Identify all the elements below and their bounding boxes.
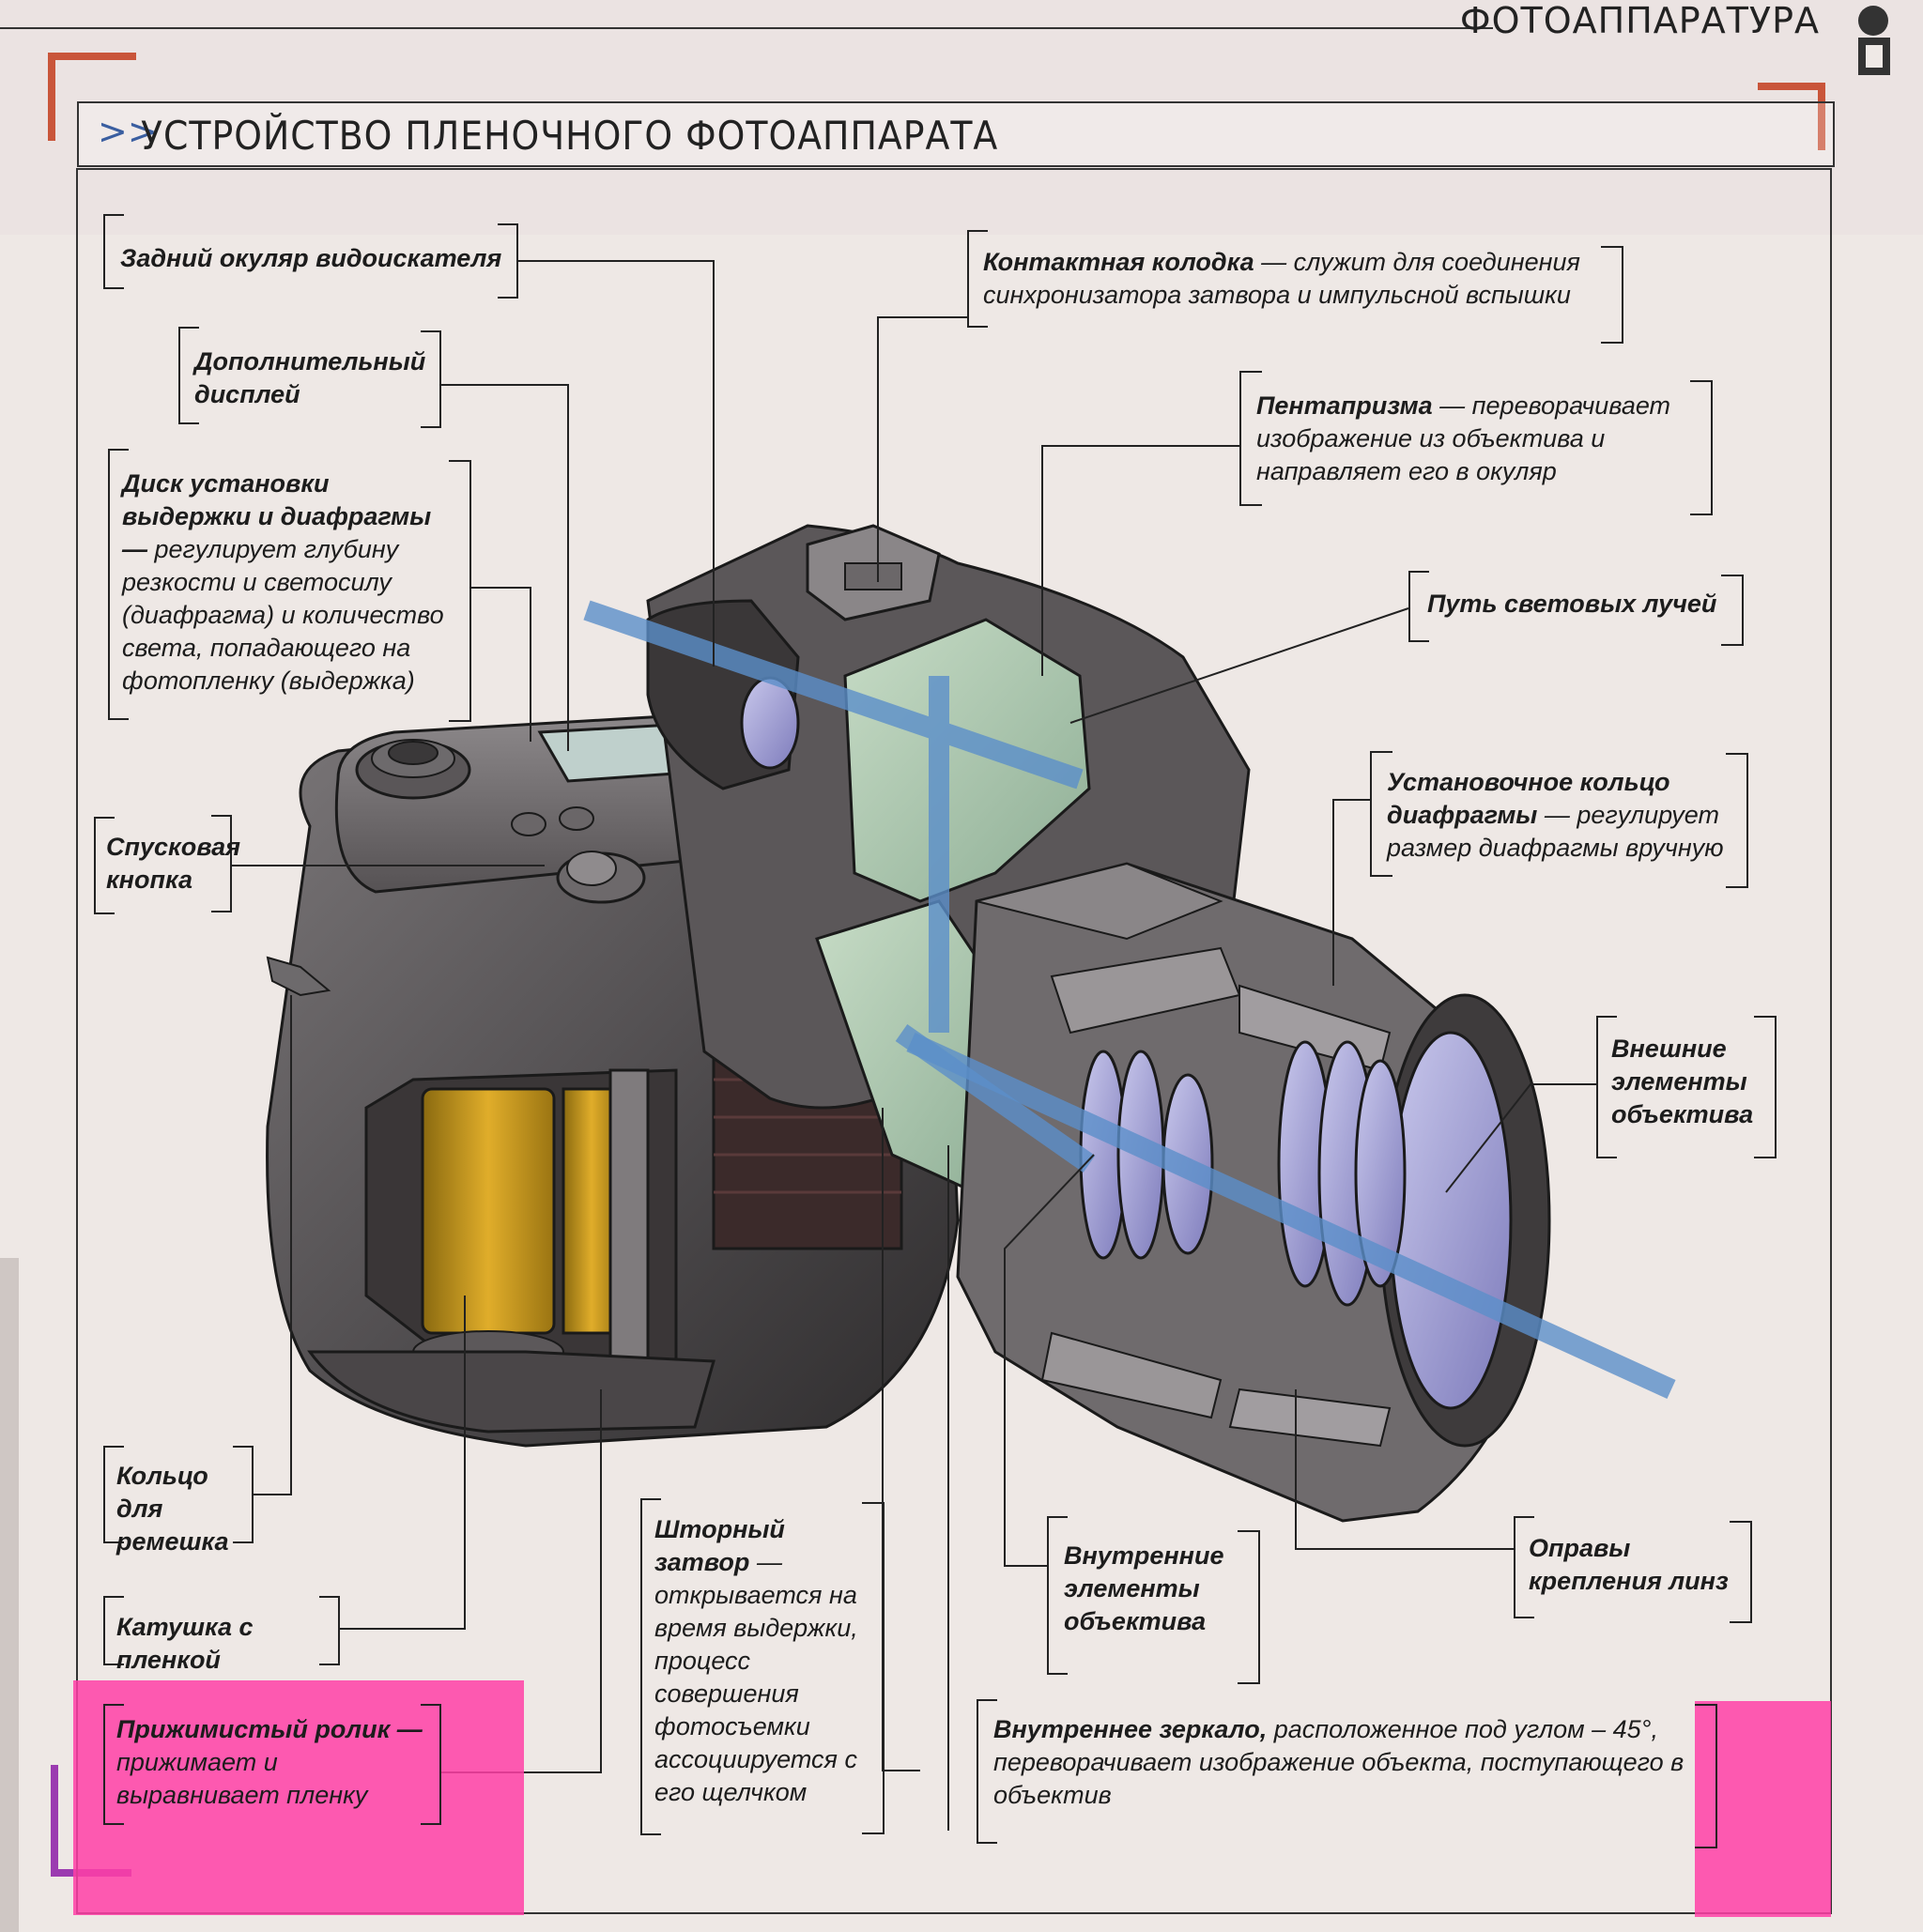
bracket [421, 330, 441, 428]
label-display-title: Дополнительный дисплей [194, 347, 426, 408]
bracket [103, 214, 124, 289]
label-aperture-ring-title: Установочное кольцо диафрагмы [1387, 768, 1670, 829]
label-shutter-button: Спусковая кнопка [106, 831, 240, 897]
label-mirror: Внутреннее зеркало, расположенное под уг… [993, 1713, 1716, 1812]
label-hot-shoe-desc: — служит для соединения синхронизатора з… [983, 248, 1580, 309]
label-hot-shoe-title: Контактная колодка [983, 248, 1254, 276]
bracket [498, 223, 518, 299]
label-eyepiece-title: Задний окуляр видоискателя [120, 244, 502, 272]
label-dial-title: Диск установки выдержки и диафрагмы — [122, 469, 432, 563]
bracket [449, 460, 471, 722]
bracket [1408, 571, 1429, 642]
label-pentaprism-title: Пентапризма [1256, 391, 1433, 420]
bracket [1726, 753, 1748, 888]
bracket [1601, 246, 1623, 344]
page-title: УСТРОЙСТВО ПЛЕНОЧНОГО ФОТОАППАРАТА [141, 113, 999, 159]
bracket [103, 1704, 124, 1825]
bracket [1047, 1516, 1068, 1675]
robot-logo-icon [1858, 6, 1890, 75]
label-curtain-shutter: Шторный затвор — открывается на время вы… [654, 1513, 875, 1809]
label-pressure-roller: Прижимистый ролик — прижимает и выравнив… [116, 1713, 436, 1812]
label-outer-elements-title: Внешние элементы объектива [1611, 1035, 1754, 1128]
label-curtain-shutter-title: Шторный затвор [654, 1515, 785, 1576]
label-pentaprism-desc: — переворачивает изображение из объектив… [1256, 391, 1671, 485]
bracket [1239, 371, 1262, 506]
label-pentaprism: Пентапризма — переворачивает изображение… [1256, 390, 1707, 488]
label-light-path: Путь световых лучей [1427, 588, 1737, 621]
bracket [1754, 1016, 1777, 1158]
label-display: Дополнительный дисплей [194, 345, 429, 411]
bracket [1690, 380, 1713, 515]
label-lens-mounts: Оправы крепления линз [1529, 1532, 1740, 1598]
bracket [1721, 575, 1744, 646]
bracket [211, 815, 232, 912]
title-box: >> УСТРОЙСТВО ПЛЕНОЧНОГО ФОТОАППАРАТА [77, 101, 1835, 167]
section-header: ФОТОАППАРАТУРА [1459, 0, 1820, 41]
label-mirror-desc: расположенное под углом – 45°, переворач… [993, 1715, 1685, 1809]
bracket [319, 1596, 340, 1665]
label-strap-ring-title: Кольцо для ремешка [116, 1462, 229, 1556]
label-outer-elements: Внешние элементы объектива [1611, 1033, 1766, 1131]
label-aperture-ring-desc: — регулирует размер диафрагмы вручную [1387, 801, 1724, 862]
label-hot-shoe: Контактная колодка — служит для соединен… [983, 246, 1622, 312]
label-mirror-title: Внутреннее зеркало, [993, 1715, 1268, 1743]
bracket [233, 1446, 254, 1543]
label-pressure-roller-desc: прижимает и выравнивает пленку [116, 1748, 368, 1809]
bracket [1596, 1016, 1617, 1158]
label-inner-elements-title: Внутренние элементы объектива [1064, 1541, 1224, 1635]
chevrons-right-icon: >> [98, 111, 158, 152]
label-film-spool: Катушка с пленкой [116, 1611, 342, 1677]
bracket [1514, 1516, 1534, 1618]
label-strap-ring: Кольцо для ремешка [116, 1460, 248, 1558]
label-pressure-roller-title: Прижимистый ролик — [116, 1715, 423, 1743]
label-eyepiece: Задний окуляр видоискателя [120, 242, 505, 275]
bracket [862, 1502, 885, 1834]
label-lens-mounts-title: Оправы крепления линз [1529, 1534, 1729, 1595]
label-aperture-ring: Установочное кольцо диафрагмы — регулиру… [1387, 766, 1744, 865]
label-dial: Диск установки выдержки и диафрагмы — ре… [122, 468, 460, 698]
pink-highlight-left [73, 1680, 524, 1915]
bracket [103, 1596, 124, 1665]
bracket [108, 449, 129, 720]
bracket [640, 1498, 661, 1835]
bracket [178, 327, 199, 424]
bracket [967, 230, 988, 328]
bracket [977, 1699, 997, 1844]
bracket [1730, 1521, 1752, 1623]
label-dial-desc: регулирует глубину резкости и светосилу … [122, 535, 444, 695]
bracket [103, 1446, 124, 1543]
bracket [421, 1704, 441, 1825]
label-film-spool-title: Катушка с пленкой [116, 1613, 254, 1674]
bracket [1695, 1704, 1717, 1848]
label-shutter-button-title: Спусковая кнопка [106, 833, 241, 894]
bracket [1238, 1530, 1260, 1684]
label-curtain-shutter-desc: — открывается на время выдержки, процесс… [654, 1548, 858, 1806]
label-light-path-title: Путь световых лучей [1427, 590, 1717, 618]
bracket [1370, 751, 1392, 877]
label-inner-elements: Внутренние элементы объектива [1064, 1540, 1242, 1638]
bracket [94, 817, 115, 914]
pink-highlight-right [1695, 1701, 1831, 1917]
